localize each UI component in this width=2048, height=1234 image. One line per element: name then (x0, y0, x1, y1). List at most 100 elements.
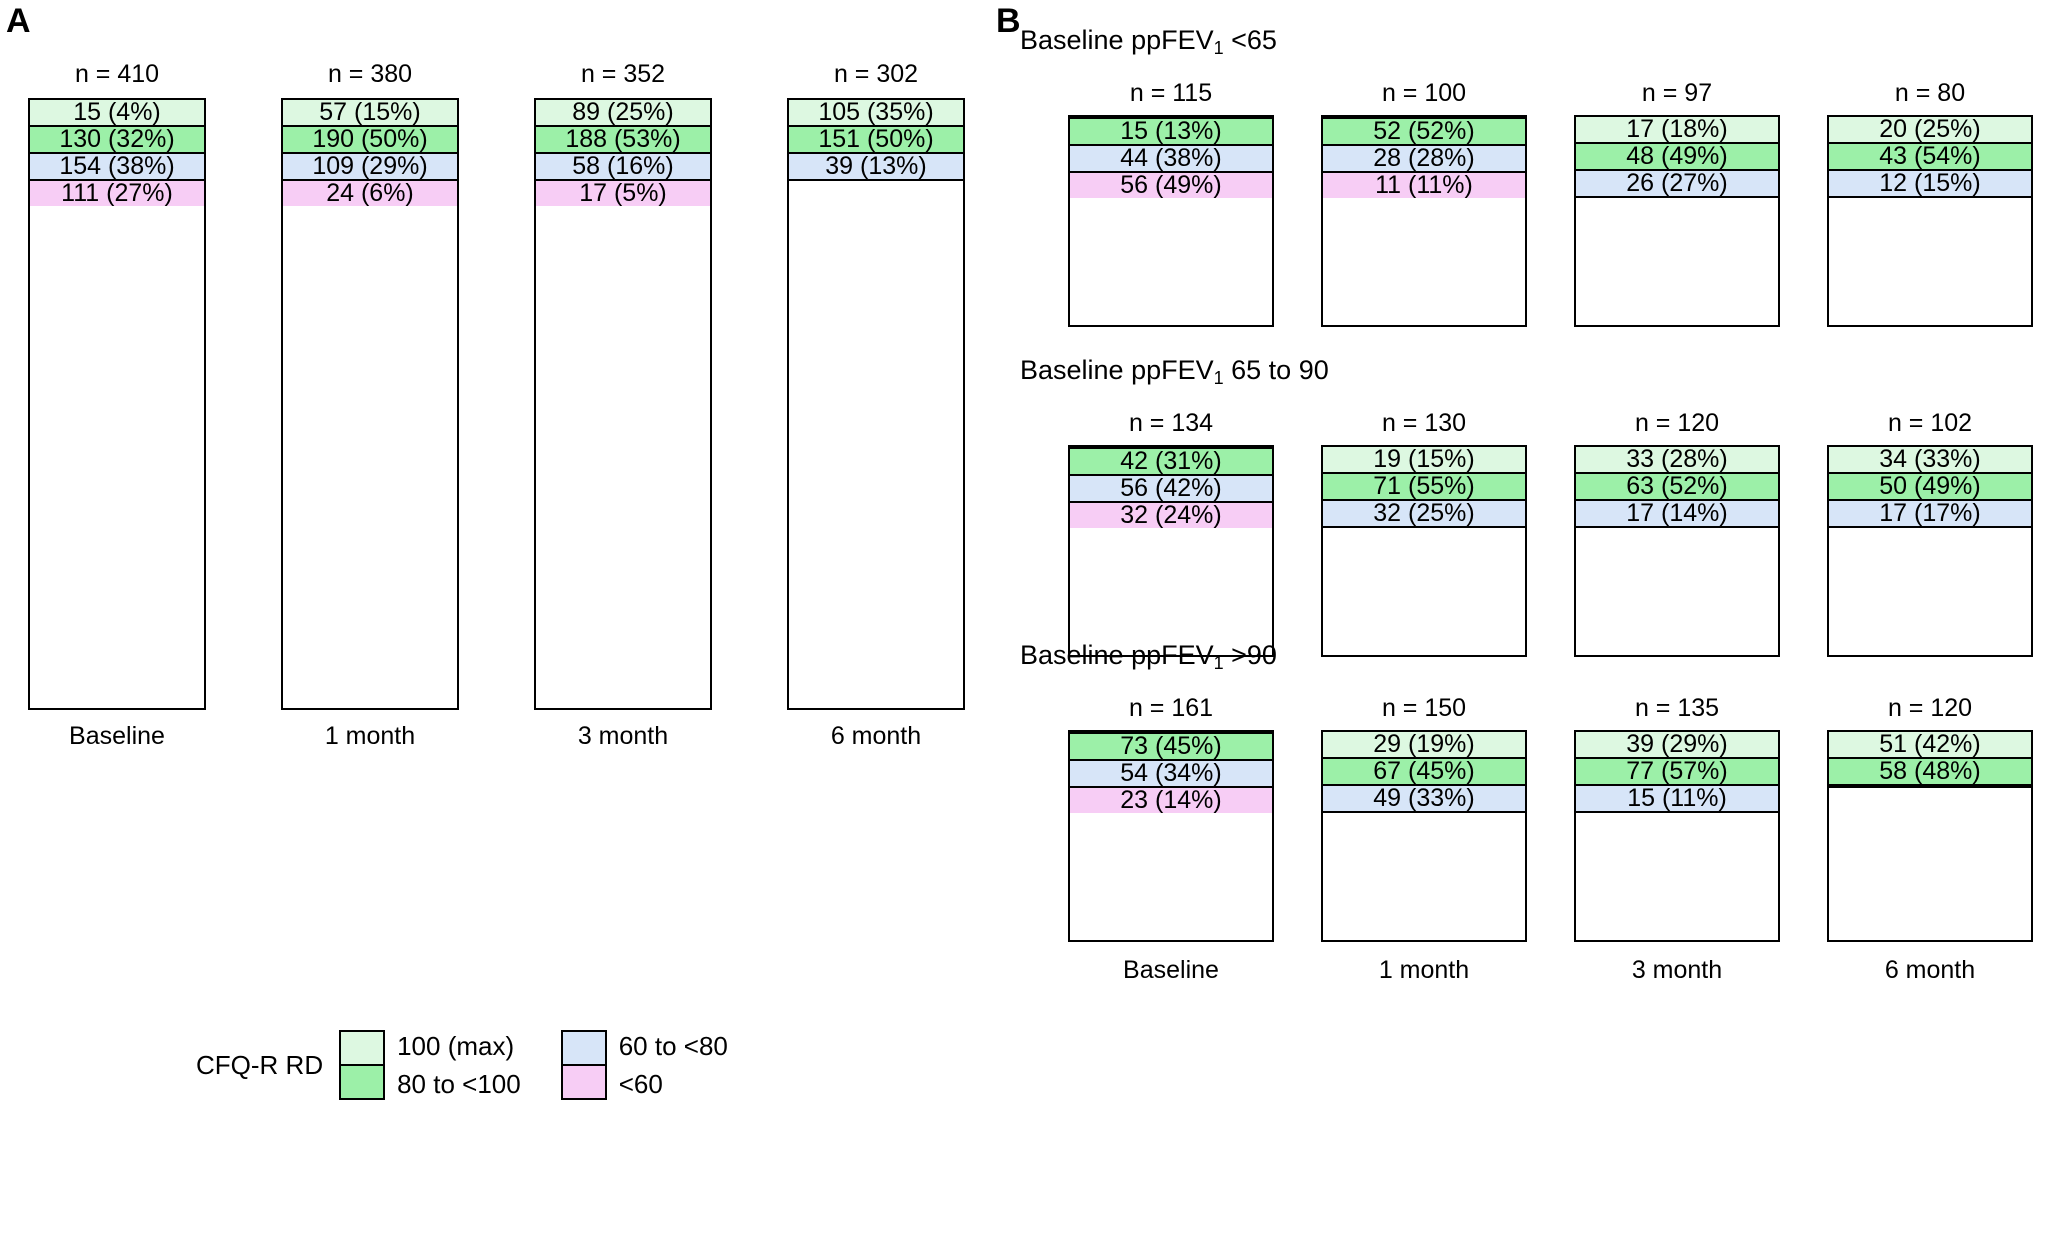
bar-segment-mid[interactable]: 15 (11%) (1576, 786, 1778, 813)
stacked-bar[interactable]: 19 (15%)71 (55%)32 (25%) (1321, 445, 1527, 657)
bar-segment-max[interactable]: 15 (4%) (30, 100, 204, 127)
bar-n-label: n = 130 (1381, 409, 1467, 437)
bar-column-baseline: n = 161 73 (45%)54 (34%)23 (14%) Baseline (1068, 640, 1274, 984)
bar-segment-low[interactable]: 17 (5%) (536, 181, 710, 206)
stacked-bar[interactable]: 89 (25%)188 (53%)58 (16%)17 (5%) (534, 98, 712, 710)
segment-value-label: 34 (33%) (1879, 447, 1981, 473)
bar-segment-mid[interactable]: 54 (34%) (1070, 761, 1272, 788)
bar-segment-mid[interactable]: 32 (25%) (1323, 501, 1525, 528)
bar-segment-max[interactable]: 33 (28%) (1576, 447, 1778, 474)
bar-segment-mid[interactable]: 56 (42%) (1070, 476, 1272, 503)
bar-segment-max[interactable]: 89 (25%) (536, 100, 710, 127)
bar-n-label: n = 80 (1894, 79, 1966, 107)
bar-segment-low[interactable]: 11 (11%) (1323, 173, 1525, 198)
bar-segment-high[interactable]: 188 (53%) (536, 127, 710, 154)
bar-segment-max[interactable] (1070, 447, 1272, 449)
segment-value-label: 111 (27%) (61, 181, 173, 206)
bar-segment-max[interactable]: 39 (29%) (1576, 732, 1778, 759)
bar-segment-low[interactable]: 111 (27%) (30, 181, 204, 206)
bar-segment-mid[interactable]: 109 (29%) (283, 154, 457, 181)
bar-segment-mid[interactable]: 28 (28%) (1323, 146, 1525, 173)
bar-segment-max[interactable]: 51 (42%) (1829, 732, 2031, 759)
bar-segment-high[interactable]: 15 (13%) (1070, 119, 1272, 146)
segment-value-label: 73 (45%) (1120, 734, 1222, 760)
bar-column-6-month: n = 102 34 (33%)50 (49%)17 (17%) (1827, 355, 2033, 657)
stacked-bar[interactable]: 17 (18%)48 (49%)26 (27%) (1574, 115, 1780, 327)
bar-segment-high[interactable]: 151 (50%) (789, 127, 963, 154)
x-axis-label-baseline: Baseline (1123, 956, 1219, 984)
bar-n-label: n = 135 (1634, 694, 1720, 722)
bar-segment-max[interactable]: 29 (19%) (1323, 732, 1525, 759)
bar-segment-max[interactable]: 57 (15%) (283, 100, 457, 127)
bar-segment-high[interactable]: 42 (31%) (1070, 449, 1272, 476)
bar-segment-low[interactable]: 56 (49%) (1070, 173, 1272, 198)
bar-segment-max[interactable]: 105 (35%) (789, 100, 963, 127)
stacked-bar[interactable]: 52 (52%)28 (28%)11 (11%) (1321, 115, 1527, 327)
segment-value-label: 56 (49%) (1120, 173, 1222, 198)
legend-label-80-to-100: 80 to <100 (397, 1069, 521, 1099)
segment-value-label: 89 (25%) (572, 100, 674, 126)
bar-segment-high[interactable]: 43 (54%) (1829, 144, 2031, 171)
bar-segment-high[interactable]: 52 (52%) (1323, 119, 1525, 146)
group-title-b3: Baseline ppFEV1 >90 (1020, 640, 1277, 673)
stacked-bar[interactable]: 15 (4%)130 (32%)154 (38%)111 (27%) (28, 98, 206, 710)
bar-segment-mid[interactable] (1829, 786, 2031, 788)
stacked-bar[interactable]: 33 (28%)63 (52%)17 (14%) (1574, 445, 1780, 657)
bar-segment-mid[interactable]: 58 (16%) (536, 154, 710, 181)
bar-segment-high[interactable]: 77 (57%) (1576, 759, 1778, 786)
stacked-bar[interactable]: 34 (33%)50 (49%)17 (17%) (1827, 445, 2033, 657)
bar-segment-low[interactable]: 32 (24%) (1070, 503, 1272, 528)
bar-n-label: n = 161 (1128, 694, 1214, 722)
bar-n-label: n = 102 (1887, 409, 1973, 437)
stacked-bar[interactable]: 39 (29%)77 (57%)15 (11%) (1574, 730, 1780, 942)
bar-segment-mid[interactable]: 17 (14%) (1576, 501, 1778, 528)
bar-segment-high[interactable]: 67 (45%) (1323, 759, 1525, 786)
bar-segment-mid[interactable]: 44 (38%) (1070, 146, 1272, 173)
stacked-bar[interactable]: 51 (42%)58 (48%) (1827, 730, 2033, 942)
bar-segment-max[interactable] (1323, 117, 1525, 119)
bar-segment-high[interactable]: 50 (49%) (1829, 474, 2031, 501)
bar-segment-max[interactable] (1070, 732, 1272, 734)
bar-segment-max[interactable]: 17 (18%) (1576, 117, 1778, 144)
bar-segment-mid[interactable]: 12 (15%) (1829, 171, 2031, 198)
bar-segment-max[interactable]: 20 (25%) (1829, 117, 2031, 144)
segment-value-label: 39 (13%) (825, 154, 927, 180)
bar-segment-mid[interactable]: 49 (33%) (1323, 786, 1525, 813)
stacked-bar[interactable]: 20 (25%)43 (54%)12 (15%) (1827, 115, 2033, 327)
bar-segment-mid[interactable]: 39 (13%) (789, 154, 963, 181)
bar-segment-mid[interactable]: 17 (17%) (1829, 501, 2031, 528)
segment-value-label: 48 (49%) (1626, 144, 1728, 170)
bar-segment-high[interactable]: 73 (45%) (1070, 734, 1272, 761)
bar-segment-mid[interactable]: 154 (38%) (30, 154, 204, 181)
stacked-bar[interactable]: 73 (45%)54 (34%)23 (14%) (1068, 730, 1274, 942)
bar-segment-high[interactable]: 48 (49%) (1576, 144, 1778, 171)
bar-segment-high[interactable]: 130 (32%) (30, 127, 204, 154)
stacked-bar[interactable]: 105 (35%)151 (50%)39 (13%) (787, 98, 965, 710)
x-axis-label-baseline: Baseline (69, 722, 165, 750)
bar-segment-high[interactable]: 58 (48%) (1829, 759, 2031, 786)
stacked-bar[interactable]: 57 (15%)190 (50%)109 (29%)24 (6%) (281, 98, 459, 710)
segment-value-label: 23 (14%) (1120, 788, 1222, 813)
bar-segment-low[interactable]: 24 (6%) (283, 181, 457, 206)
stacked-bar[interactable]: 15 (13%)44 (38%)56 (49%) (1068, 115, 1274, 327)
bar-n-label: n = 134 (1128, 409, 1214, 437)
bar-n-label: n = 120 (1887, 694, 1973, 722)
stacked-bar[interactable]: 29 (19%)67 (45%)49 (33%) (1321, 730, 1527, 942)
bar-segment-low[interactable]: 23 (14%) (1070, 788, 1272, 813)
bar-segment-max[interactable]: 34 (33%) (1829, 447, 2031, 474)
stacked-bar[interactable]: 42 (31%)56 (42%)32 (24%) (1068, 445, 1274, 657)
group-title-b2: Baseline ppFEV1 65 to 90 (1020, 355, 1329, 388)
bar-segment-max[interactable] (1070, 117, 1272, 119)
segment-value-label: 56 (42%) (1120, 476, 1222, 502)
bar-segment-high[interactable]: 63 (52%) (1576, 474, 1778, 501)
bar-segment-max[interactable]: 19 (15%) (1323, 447, 1525, 474)
bar-column-6-month: n = 80 20 (25%)43 (54%)12 (15%) (1827, 25, 2033, 327)
bar-segment-high[interactable]: 190 (50%) (283, 127, 457, 154)
bar-segment-mid[interactable]: 26 (27%) (1576, 171, 1778, 198)
bar-segment-high[interactable]: 71 (55%) (1323, 474, 1525, 501)
